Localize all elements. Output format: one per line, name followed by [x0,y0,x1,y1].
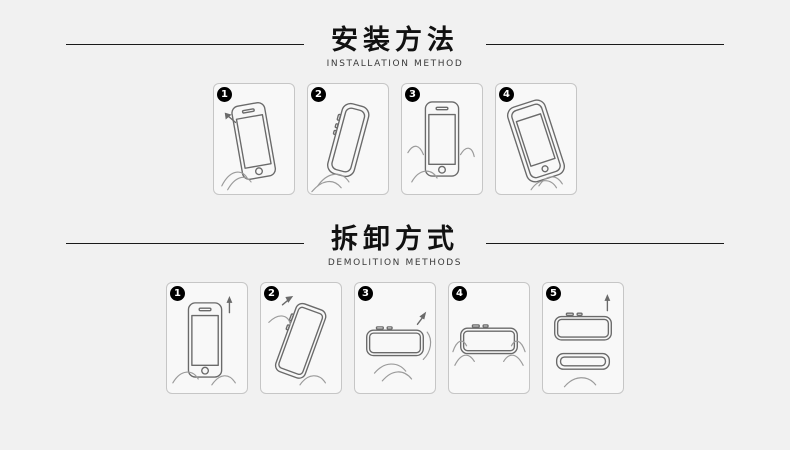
bumper-frame-illustration [311,102,370,193]
install-title-block: 安装方法 INSTALLATION METHOD [320,25,470,70]
install-title-cn: 安装方法 [331,25,459,56]
divider-line-left [66,243,304,244]
step-number-badge: 2 [264,286,279,301]
removal-step-5-panel: 5 [542,282,624,394]
step-number-badge: 5 [546,286,561,301]
divider-line-left [66,44,304,45]
removal-step-1-panel: 1 [166,282,248,394]
install-step-1-panel: 1 [213,83,295,195]
removal-step-2-panel: 2 [260,282,342,394]
step-number-badge: 3 [358,286,373,301]
phone-with-case-illustration [506,99,566,191]
install-step-4-panel: 4 [495,83,577,195]
phone-lift-off-case-illustration [554,294,612,388]
divider-line-right [486,243,724,244]
removal-title-en: DEMOLITION METHODS [327,258,463,268]
step-number-badge: 2 [311,87,326,102]
phone-two-hands-illustration [452,324,526,366]
step-number-badge: 4 [452,286,467,301]
phone-in-palm-illustration [407,101,475,183]
install-title-en: INSTALLATION METHOD [326,59,464,69]
install-steps-row: 1 2 [0,83,790,195]
removal-steps-row: 1 2 [0,282,790,394]
step-number-badge: 4 [499,87,514,102]
phone-insert-front-illustration [221,101,277,191]
removal-section-header: 拆卸方式 DEMOLITION METHODS [0,225,790,268]
divider-line-right [486,44,724,45]
install-step-2-panel: 2 [307,83,389,195]
step-number-badge: 3 [405,87,420,102]
removal-title-block: 拆卸方式 DEMOLITION METHODS [320,224,470,269]
step-number-badge: 1 [217,87,232,102]
removal-step-4-panel: 4 [448,282,530,394]
phone-corner-pry-illustration [268,296,327,386]
step-number-badge: 1 [170,286,185,301]
install-section-header: 安装方法 INSTALLATION METHOD [0,0,790,69]
phone-upright-lift-illustration [172,296,236,386]
removal-step-3-panel: 3 [354,282,436,394]
removal-title-cn: 拆卸方式 [331,224,459,255]
install-step-3-panel: 3 [401,83,483,195]
phone-horizontal-pry-illustration [366,311,432,382]
